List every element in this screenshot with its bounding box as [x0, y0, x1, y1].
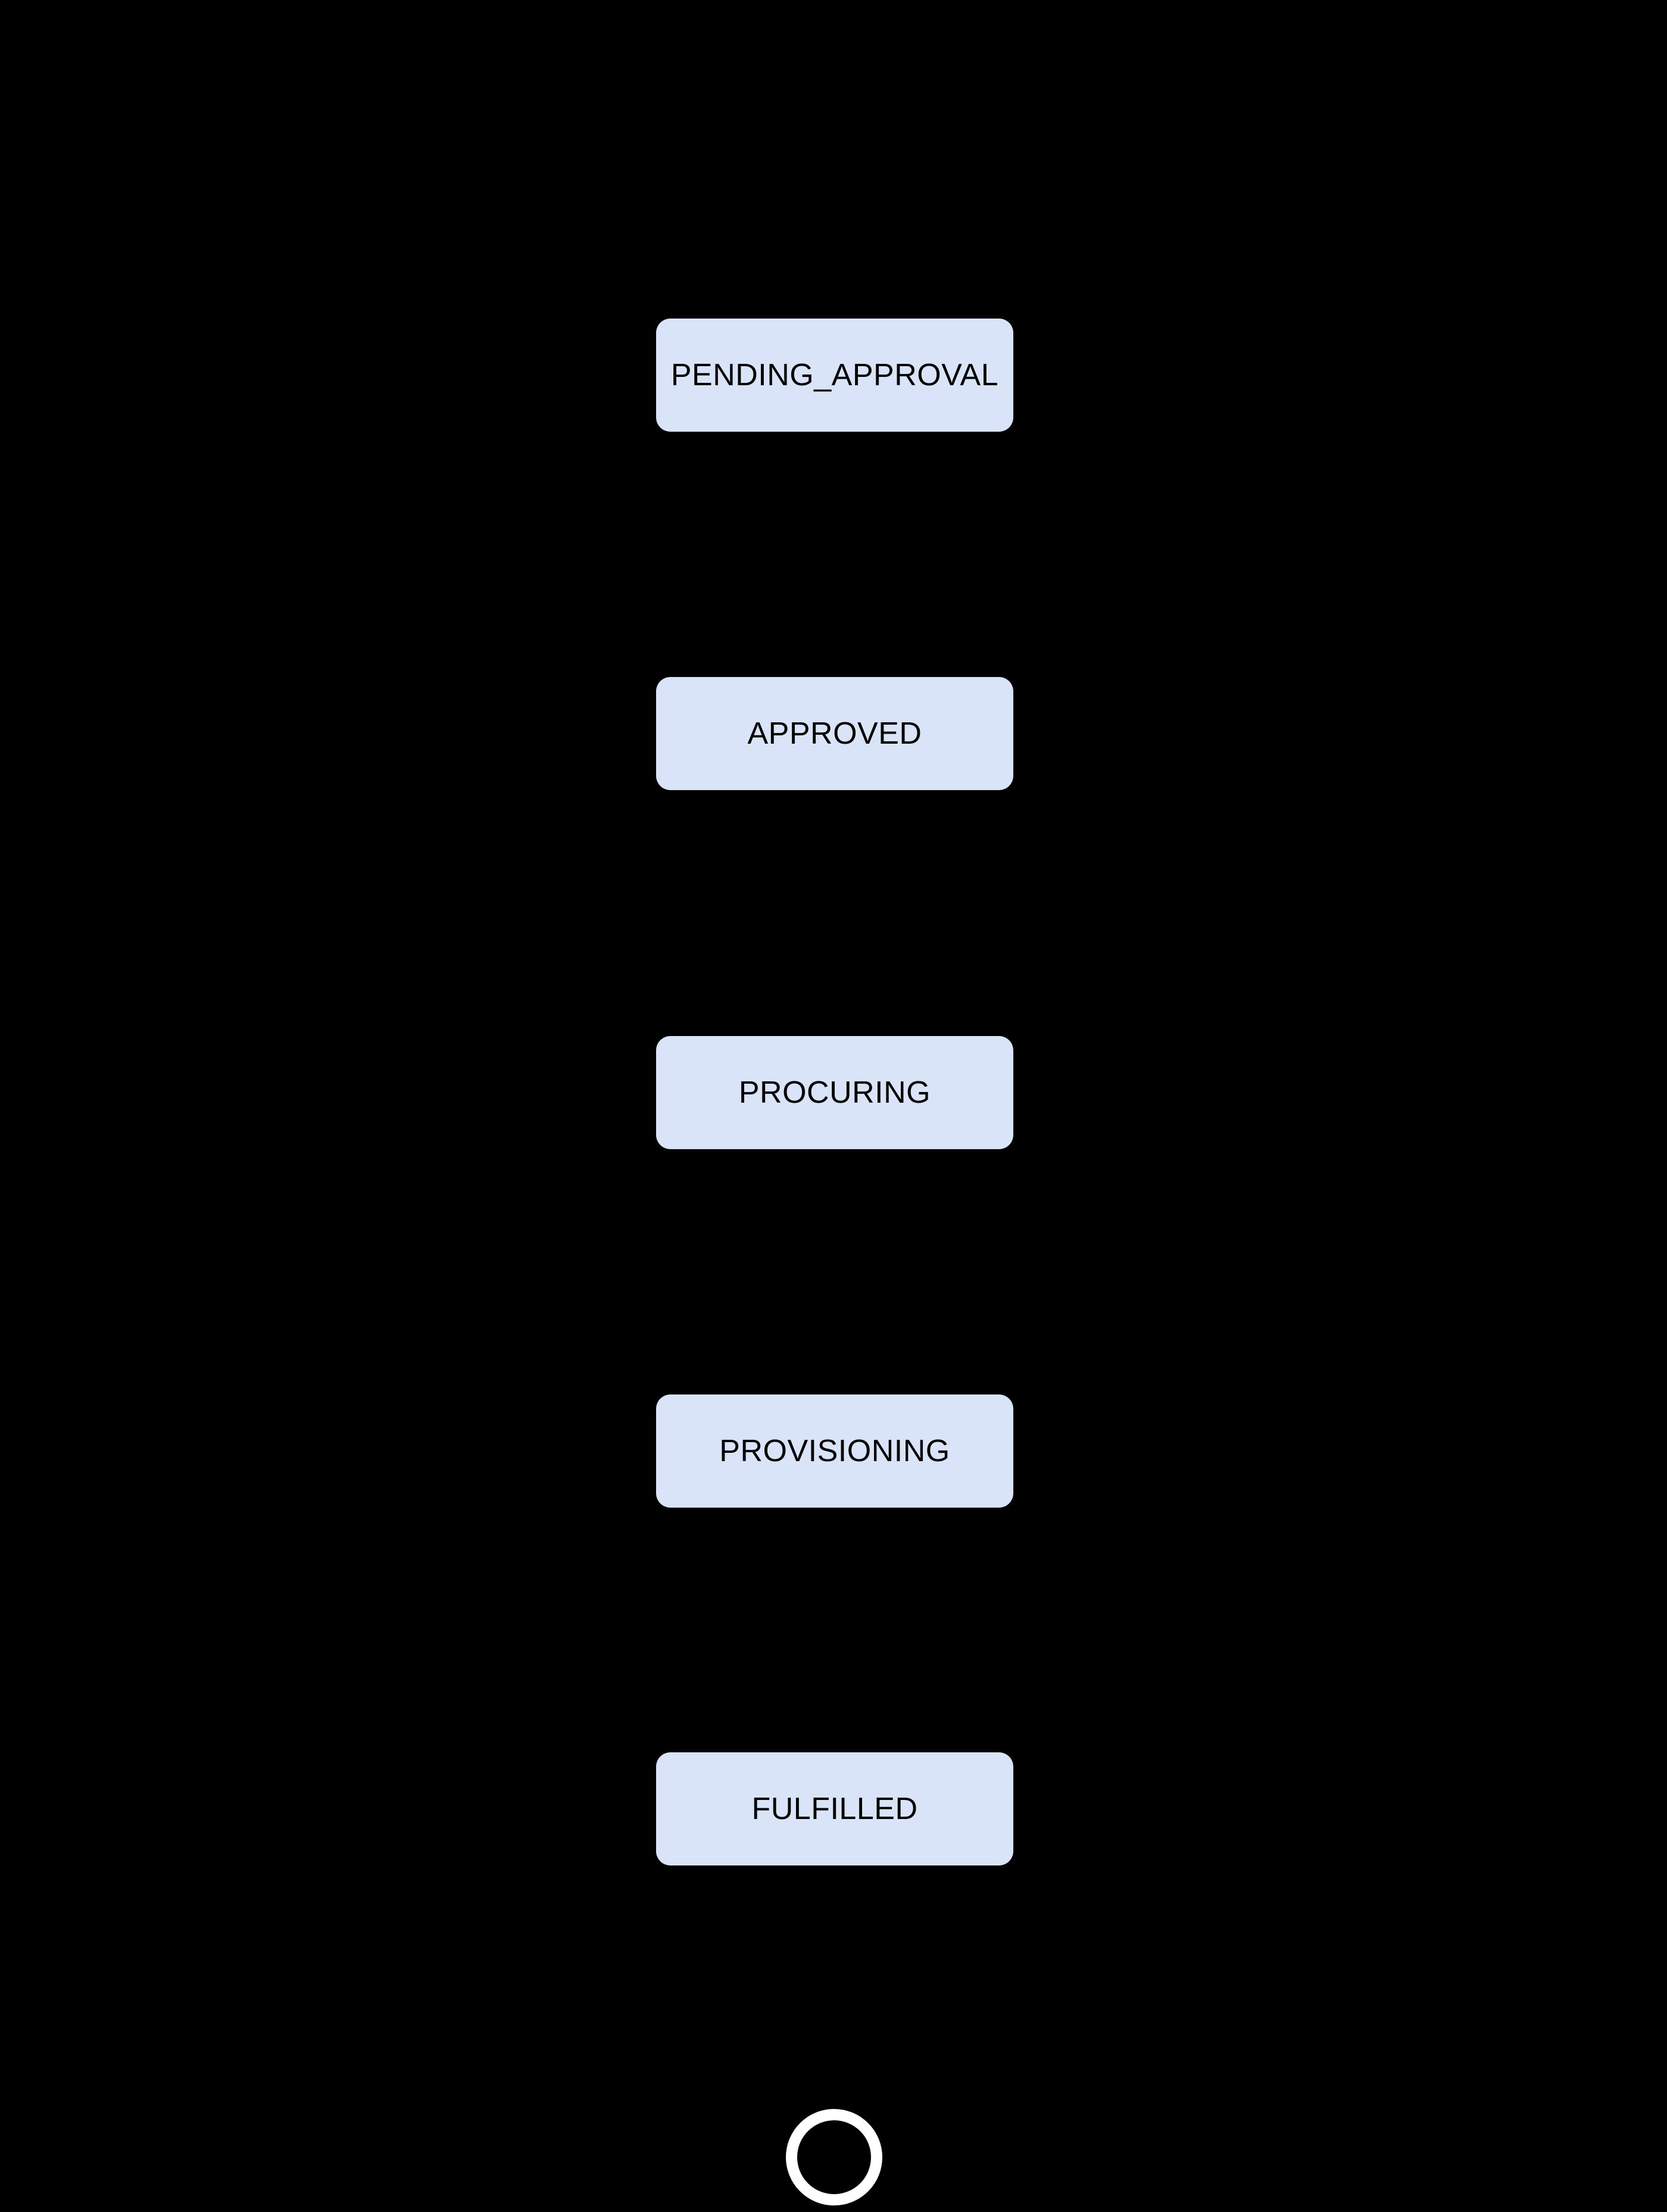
state-label-approved: APPROVED	[747, 716, 922, 751]
final-state-circle-icon	[786, 2109, 882, 2205]
state-node-procuring: PROCURING	[656, 1036, 1013, 1149]
state-node-pending-approval: PENDING_APPROVAL	[656, 319, 1013, 432]
state-node-fulfilled: FULFILLED	[656, 1752, 1013, 1865]
state-node-provisioning: PROVISIONING	[656, 1394, 1013, 1508]
state-node-approved: APPROVED	[656, 677, 1013, 790]
state-label-pending-approval: PENDING_APPROVAL	[670, 358, 999, 392]
state-label-procuring: PROCURING	[738, 1075, 931, 1110]
state-label-fulfilled: FULFILLED	[751, 1792, 918, 1826]
state-label-provisioning: PROVISIONING	[719, 1434, 950, 1468]
